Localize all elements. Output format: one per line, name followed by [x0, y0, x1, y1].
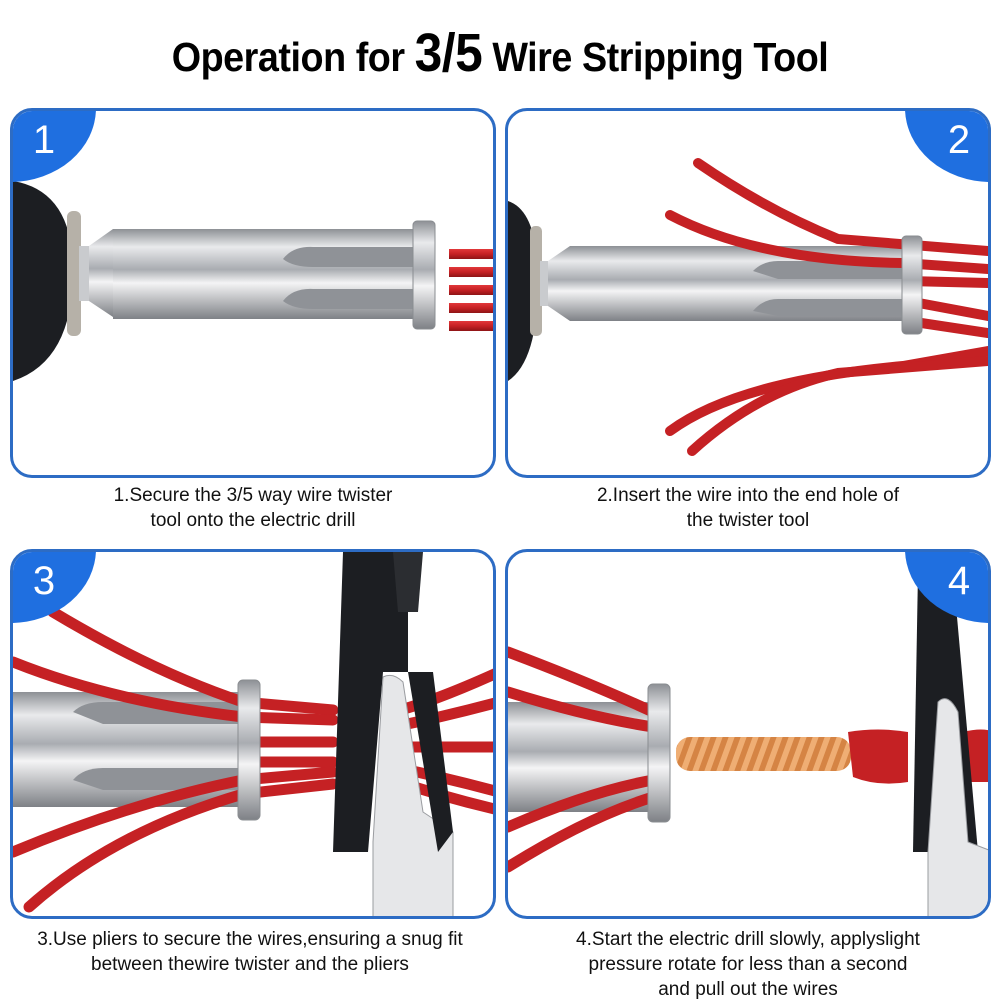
wire-ends [449, 249, 493, 331]
step-number: 2 [947, 117, 971, 162]
step-2-caption: 2.Insert the wire into the end hole of t… [505, 483, 991, 533]
step-3-caption: 3.Use pliers to secure the wires,ensurin… [0, 927, 500, 977]
pliers-handle [333, 552, 408, 852]
caption-line: tool onto the electric drill [150, 510, 356, 531]
twisted-copper-wire [676, 737, 851, 771]
caption-line: the twister tool [686, 510, 810, 531]
caption-line: and pull out the wires [658, 979, 838, 1000]
caption-line: 4.Start the electric drill slowly, apply… [576, 929, 920, 950]
drill-twister-illustration [13, 181, 493, 381]
step-4-caption: 4.Start the electric drill slowly, apply… [505, 927, 991, 1002]
step-1-caption: 1.Secure the 3/5 way wire twister tool o… [10, 483, 496, 533]
step-number: 4 [947, 558, 971, 603]
twisted-wire-illustration [508, 572, 988, 916]
insert-wires-illustration [508, 158, 988, 456]
drill-chuck [13, 181, 73, 381]
step-3-panel: 3 [10, 549, 496, 919]
step-number: 3 [32, 558, 56, 603]
caption-line: 2.Insert the wire into the end hole of [596, 485, 900, 506]
step-4-panel: 4 [505, 549, 991, 919]
page-title: Operation for 3/5 Wire Stripping Tool [40, 22, 960, 84]
caption-line: pressure rotate for less than a second [588, 954, 908, 975]
title-suffix: Wire Stripping Tool [482, 34, 829, 80]
title-prefix: Operation for [171, 34, 415, 80]
step-1-badge: 1 [13, 111, 96, 182]
caption-line: between thewire twister and the pliers [91, 954, 409, 975]
red-wires [665, 158, 988, 456]
title-highlight: 3/5 [414, 23, 483, 83]
caption-line: 1.Secure the 3/5 way wire twister [113, 485, 393, 506]
pliers-clamp-illustration [13, 552, 493, 916]
step-2-panel: 2 [505, 108, 991, 478]
step-number: 1 [32, 117, 56, 162]
step-1-panel: 1 [10, 108, 496, 478]
caption-line: 3.Use pliers to secure the wires,ensurin… [37, 929, 463, 950]
